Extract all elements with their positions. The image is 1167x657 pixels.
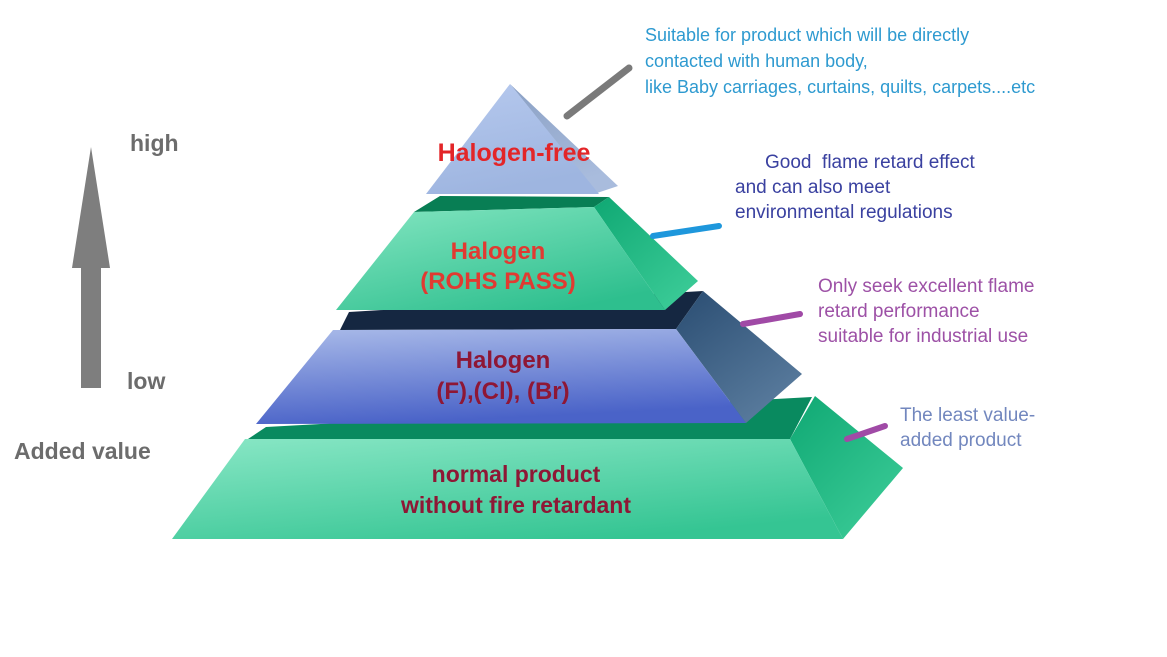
label-halogen-f-cl-br: Halogen (F),(Cl), (Br): [383, 345, 623, 407]
level-normal-product-front-face: [172, 439, 843, 539]
label-halogen-rohs-pass: Halogen (ROHS PASS): [378, 237, 618, 297]
label-line: (ROHS PASS): [420, 268, 576, 295]
annotation-line: like Baby carriages, curtains, quilts, c…: [645, 77, 1036, 97]
annotation-line: The least value-: [900, 405, 1036, 426]
annotation-line: retard performance: [818, 301, 980, 322]
connector-halogen-rohs-pass: [650, 223, 722, 239]
level-normal-product-right-face: [790, 396, 903, 539]
annotation-line: contacted with human body,: [645, 51, 868, 71]
connector-halogen-free: [563, 64, 633, 120]
level-halogen-f-cl-br-right-face: [676, 291, 802, 423]
annotation-line: Only seek excellent flame: [818, 276, 1035, 297]
label-line: without fire retardant: [400, 492, 631, 518]
label-line: (F),(Cl), (Br): [436, 378, 570, 405]
annotation-line: environmental regulations: [735, 202, 953, 223]
connector-halogen-f-cl-br: [740, 311, 803, 327]
level-halogen-rohs-pass-front-face: [336, 207, 665, 310]
label-halogen-free: Halogen-free: [414, 139, 614, 168]
label-line: normal product: [431, 461, 601, 487]
axis-low-label: low: [127, 368, 166, 394]
axis-high-label: high: [130, 130, 179, 156]
annotation-line: Good flame retard effect: [765, 152, 975, 173]
annotation-line: and can also meet: [735, 177, 891, 198]
connector-normal-product: [844, 423, 888, 442]
annotation-line: suitable for industrial use: [818, 326, 1029, 347]
annotation-halogen-rohs-pass: Good flame retard effect and can also me…: [735, 150, 975, 225]
axis-title-label: Added value: [14, 438, 151, 464]
annotation-line: Suitable for product which will be direc…: [645, 25, 970, 45]
level-halogen-rohs-pass-top-face: [414, 196, 609, 212]
level-halogen-rohs-pass: [336, 196, 698, 310]
label-line: Halogen-free: [437, 139, 591, 167]
level-halogen-free: [426, 84, 618, 194]
level-halogen-f-cl-br-front-face: [256, 329, 746, 424]
level-halogen-free-right-face: [510, 84, 618, 193]
label-line: Halogen: [455, 347, 551, 374]
annotation-normal-product: The least value- added product: [900, 403, 1035, 453]
annotation-line: added product: [900, 430, 1022, 451]
level-halogen-rohs-pass-right-face: [594, 197, 698, 310]
up-arrow-icon: [72, 147, 110, 388]
level-halogen-free-front-face: [426, 84, 599, 194]
annotation-halogen-f-cl-br: Only seek excellent flame retard perform…: [818, 274, 1035, 349]
label-line: Halogen: [450, 238, 546, 265]
label-normal-product: normal product without fire retardant: [356, 459, 676, 521]
annotation-halogen-free: Suitable for product which will be direc…: [645, 22, 1035, 100]
